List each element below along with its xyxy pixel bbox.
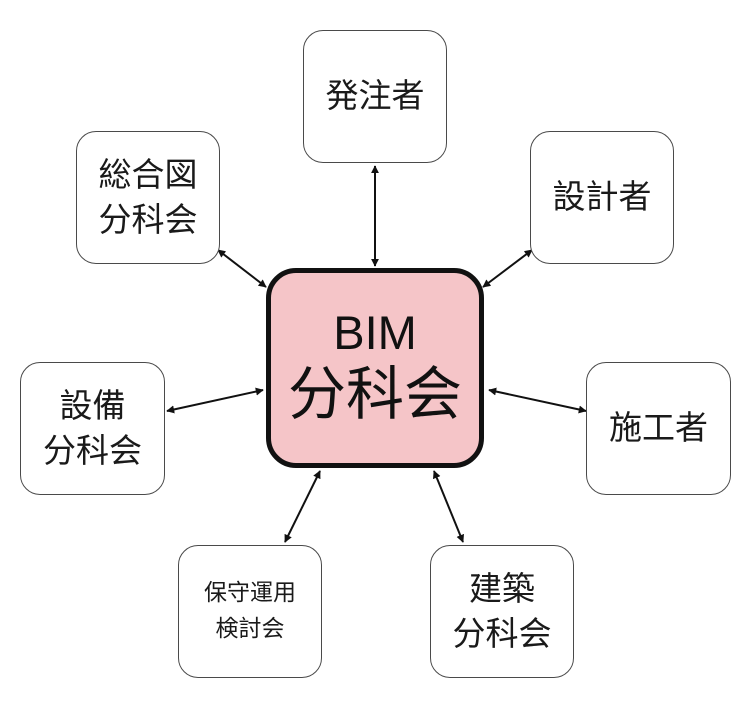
connector-kenchiku: [433, 470, 464, 543]
coordination-label-line2: 分科会: [98, 199, 198, 239]
coordination-label-line1: 総合図: [98, 154, 198, 194]
coordination-drawing-subcommittee-node: 総合図 分科会: [76, 131, 220, 264]
center-label-line2: 分科会: [287, 360, 462, 429]
connector-hoshu: [284, 470, 321, 543]
connector-sougou: [217, 249, 267, 288]
maintenance-label-line2: 検討会: [215, 615, 285, 642]
contractor-node: 施工者: [586, 362, 731, 495]
mep-label-line2: 分科会: [43, 430, 142, 470]
architecture-label-line2: 分科会: [452, 613, 552, 653]
maintenance-study-group-node: 保守運用 検討会: [178, 545, 322, 678]
designer-label: 設計者: [552, 177, 652, 217]
connector-sekkei: [482, 249, 533, 288]
connector-sekou: [488, 387, 587, 414]
mep-subcommittee-node: 設備 分科会: [20, 362, 165, 495]
contractor-label: 施工者: [609, 408, 708, 448]
maintenance-label-line1: 保守運用: [204, 579, 296, 606]
connector-setsubi: [166, 387, 264, 414]
center-label-line1: BIM: [333, 306, 417, 360]
mep-label-line1: 設備: [59, 385, 126, 425]
client-label: 発注者: [325, 76, 425, 116]
client-node: 発注者: [303, 30, 447, 163]
designer-node: 設計者: [530, 131, 674, 264]
architecture-subcommittee-node: 建築 分科会: [430, 545, 574, 678]
bim-subcommittee-node: BIM 分科会: [266, 268, 484, 468]
architecture-label-line1: 建築: [469, 568, 535, 608]
